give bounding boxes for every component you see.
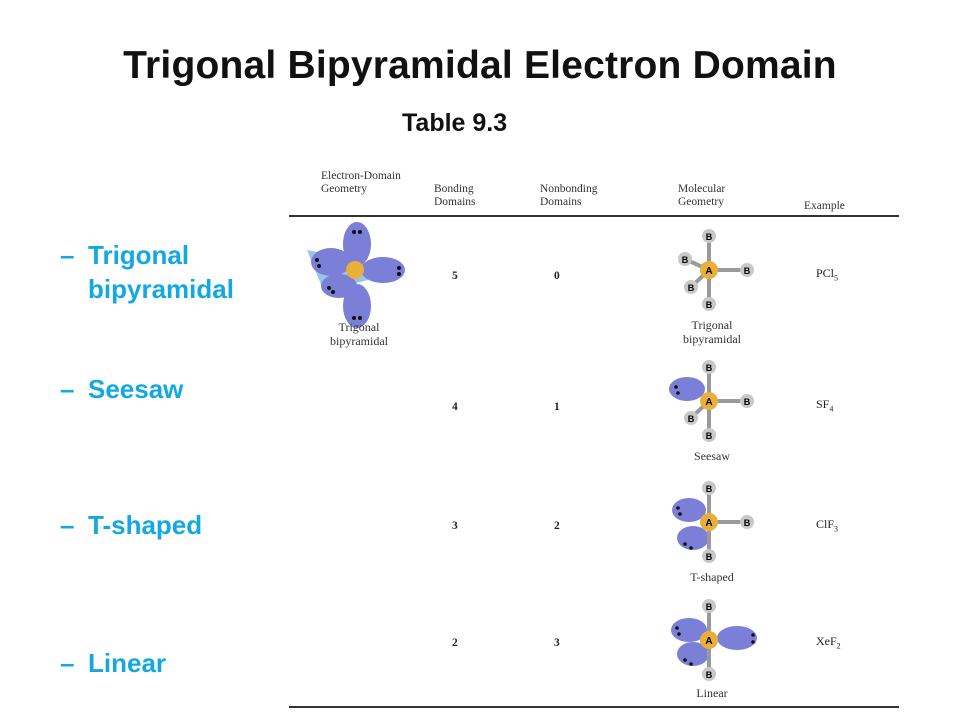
bullet-dash: – [60, 240, 75, 270]
row3-bonding: 3 [452, 520, 458, 532]
row2-geometry: Seesaw [694, 449, 730, 463]
bonded-atom-label: B [744, 518, 751, 528]
bullet-seesaw: – Seesaw [60, 372, 278, 406]
bullet-linear: – Linear [60, 646, 278, 680]
header-bonding-domains: Bonding Domains [434, 183, 476, 208]
bonded-atom-label: B [682, 255, 689, 265]
table-reference: Table 9.3 [402, 109, 508, 137]
bonded-atom-label: B [706, 300, 713, 310]
bonded-atom-label: B [706, 363, 713, 373]
example-formula: XeF [816, 634, 837, 648]
bonded-atom-label: B [706, 232, 713, 242]
row1-bonding: 5 [452, 270, 458, 282]
example-subscript: 5 [834, 273, 839, 283]
row3-nonbonding: 2 [554, 520, 560, 532]
bonded-atom-label: B [706, 670, 713, 680]
header-electron-domain-geometry: Electron-Domain Geometry [321, 170, 401, 195]
seesaw-molecule-icon: A B B B B [669, 360, 754, 442]
bullet-dash: – [60, 374, 75, 404]
bonded-atom-label: B [744, 397, 751, 407]
header-rule [289, 215, 899, 217]
bottom-rule [289, 706, 899, 708]
row1-geometry: Trigonal bipyramidal [683, 318, 741, 346]
row2-bonding: 4 [452, 401, 458, 413]
central-atom-label: A [705, 266, 712, 277]
slide-title: Trigonal Bipyramidal Electron Domain [123, 44, 837, 87]
example-formula: ClF [816, 517, 835, 531]
bullet-text: Linear [88, 648, 167, 678]
linear-molecule-icon: A B B [671, 599, 757, 681]
bullet-dash: – [60, 510, 75, 540]
bullet-text: Seesaw [88, 374, 184, 404]
header-nonbonding-domains: Nonbonding Domains [540, 183, 598, 208]
header-molecular-geometry: Molecular Geometry [678, 183, 726, 208]
bonded-atom-label: B [688, 283, 695, 293]
row4-nonbonding: 3 [554, 637, 560, 649]
row1-example: PCl5 [816, 266, 838, 282]
bonded-atom-label: B [706, 602, 713, 612]
t-shaped-molecule-icon: A B B B [672, 481, 754, 563]
header-example: Example [804, 200, 845, 212]
electron-domain-caption: Trigonal bipyramidal [330, 320, 388, 348]
central-atom-label: A [705, 518, 712, 529]
bonded-atom-label: B [706, 552, 713, 562]
row2-nonbonding: 1 [554, 401, 560, 413]
row4-bonding: 2 [452, 637, 458, 649]
row2-example: SF4 [816, 397, 833, 413]
bonded-atom-label: B [706, 431, 713, 441]
bullet-t-shaped: – T-shaped [60, 508, 278, 542]
example-subscript: 2 [836, 641, 841, 651]
example-subscript: 3 [834, 524, 839, 534]
central-atom-label: A [705, 636, 712, 647]
bullet-text: T-shaped [88, 510, 203, 540]
bullet-trigonal-bipyramidal: – Trigonal bipyramidal [60, 238, 278, 306]
row3-geometry: T-shaped [690, 570, 734, 584]
example-formula: SF [816, 397, 830, 411]
geometry-table: Electron-Domain Geometry Bonding Domains… [289, 160, 899, 710]
bullet-text: Trigonal bipyramidal [88, 240, 234, 304]
bullet-list: – Trigonal bipyramidal – Seesaw – T-shap… [60, 0, 290, 720]
bonded-atom-label: B [706, 484, 713, 494]
central-atom-label: A [705, 397, 712, 408]
example-subscript: 4 [829, 404, 834, 414]
bullet-dash: – [60, 648, 75, 678]
trigonal-bipyramidal-domain-icon [307, 222, 405, 328]
bonded-atom-label: B [688, 414, 695, 424]
row1-nonbonding: 0 [554, 270, 560, 282]
row4-example: XeF2 [816, 634, 841, 650]
row3-example: ClF3 [816, 517, 838, 533]
row4-geometry: Linear [696, 686, 728, 700]
example-formula: PCl [816, 266, 835, 280]
trigonal-bipyramidal-molecule-icon: A B B B B B [678, 229, 754, 311]
bonded-atom-label: B [744, 266, 751, 276]
